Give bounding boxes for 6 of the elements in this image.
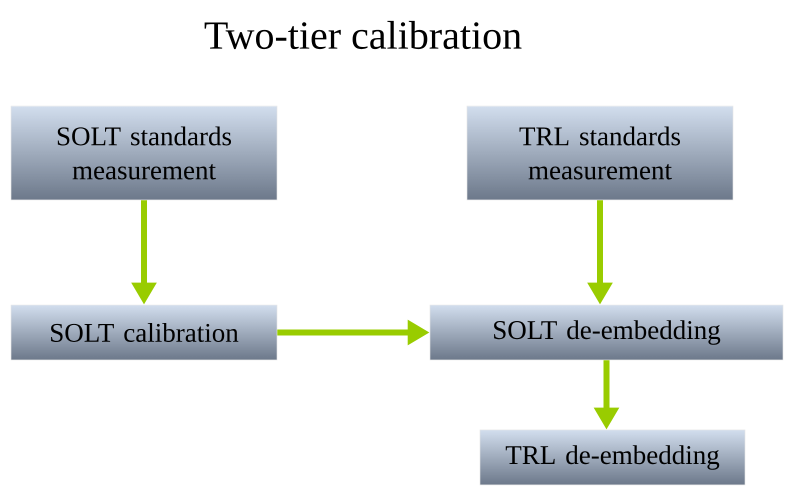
process-box: SOLT standards measurement: [10, 106, 278, 200]
title: Two-tier calibration: [204, 20, 522, 50]
process-box: SOLT de-embedding: [430, 304, 784, 360]
process-box: TRL standards measurement: [466, 106, 734, 200]
process-box: TRL de-embedding: [480, 430, 746, 486]
process-box: SOLT calibration: [10, 304, 278, 360]
